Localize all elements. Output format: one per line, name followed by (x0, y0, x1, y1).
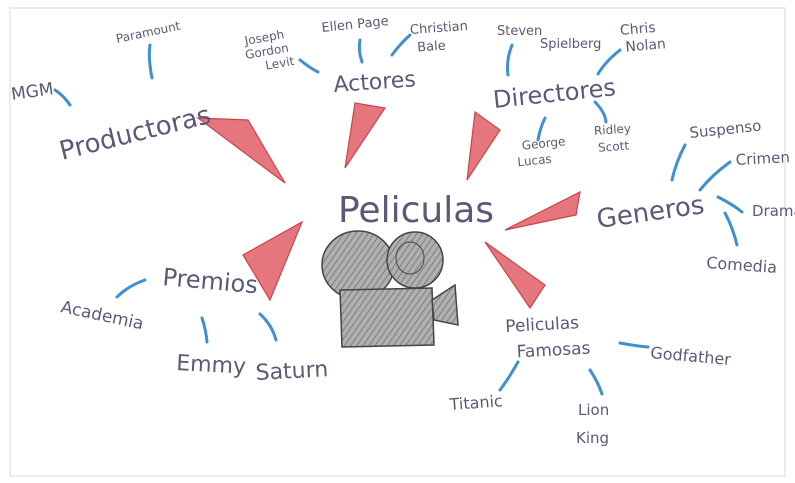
item-premios-saturn: Saturn (255, 357, 329, 386)
item-generos-drama: Drama (752, 202, 795, 220)
item-premios-emmy: Emmy (176, 351, 247, 380)
central-topic: Peliculas (338, 190, 494, 231)
item-generos-crimen: Crimen (735, 148, 790, 169)
item-directores-chris-nolan: Chris Nolan (619, 19, 666, 56)
item-famosas-titanic: Titanic (448, 391, 503, 414)
